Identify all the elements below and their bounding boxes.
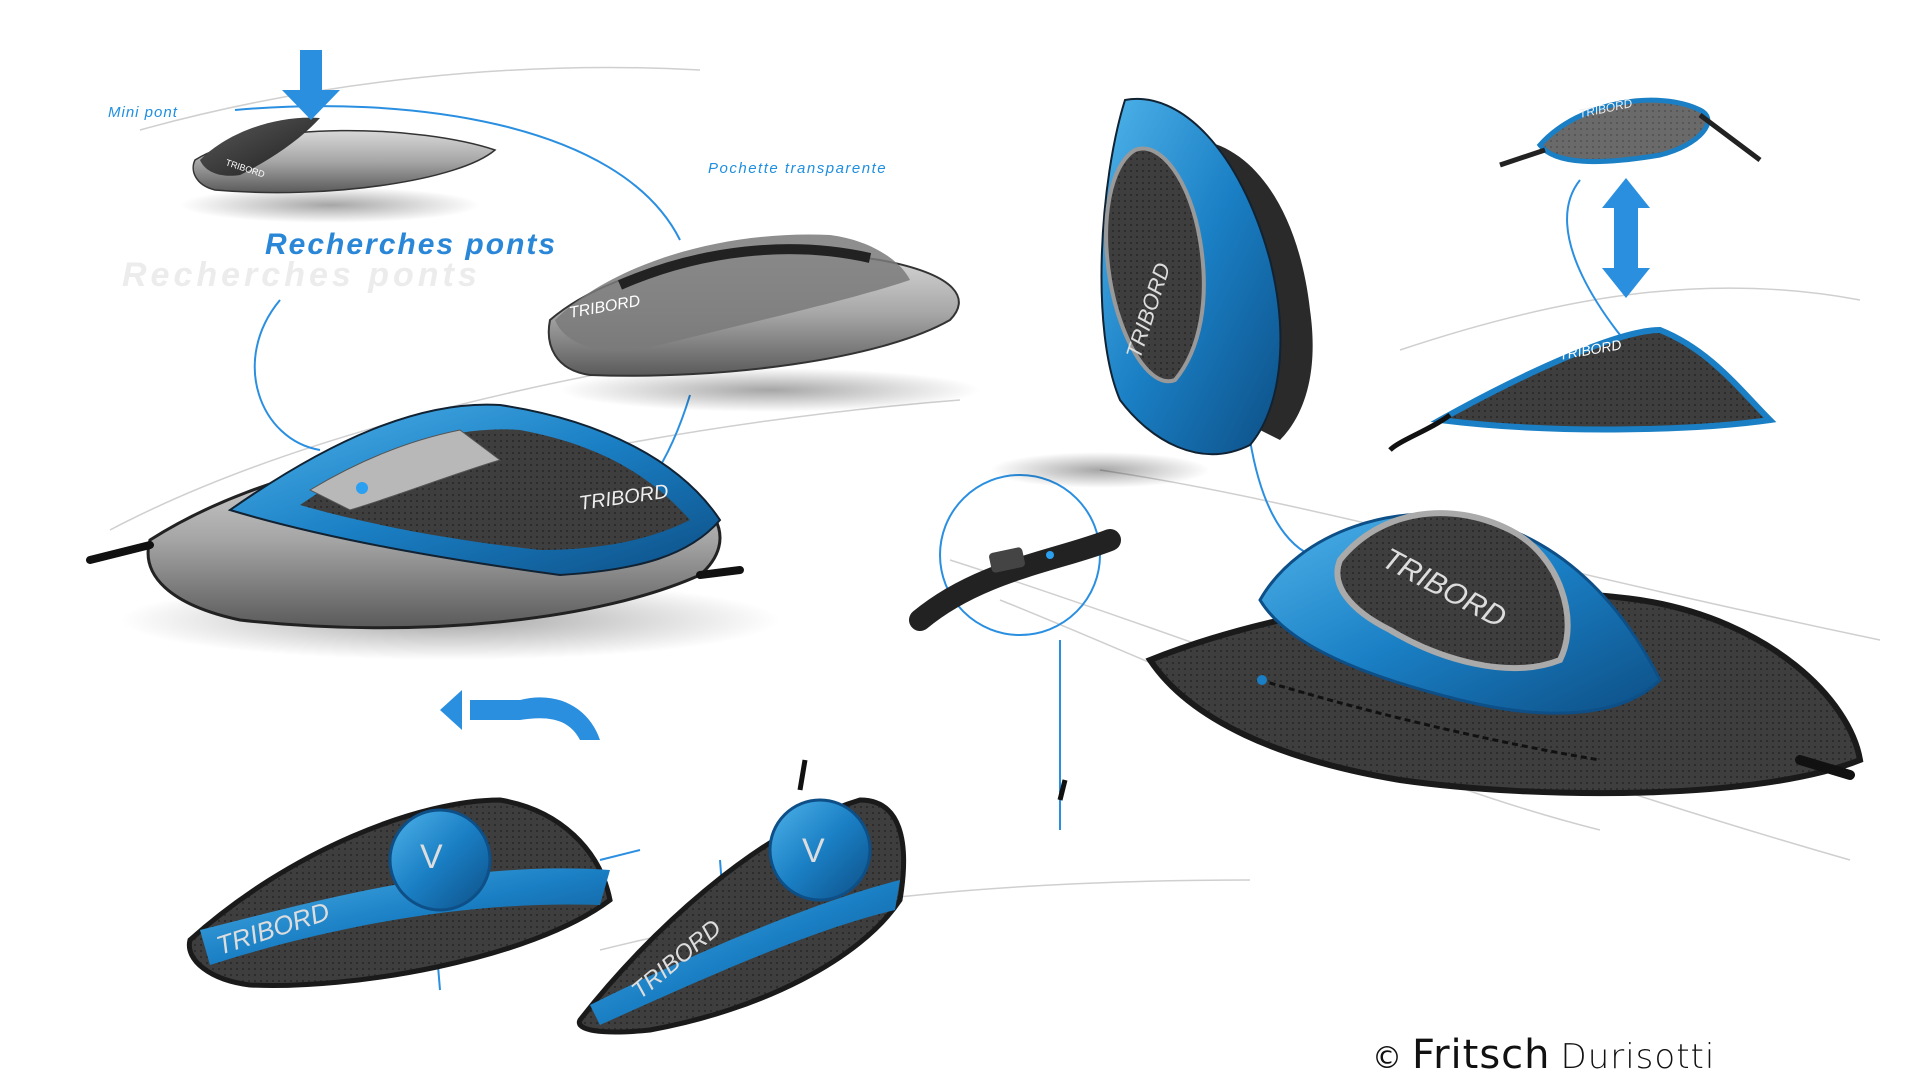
pochette-boat: TRIBORD [547,234,980,412]
designer-credit: © Fritsch Durisotti [1372,1032,1715,1078]
mini-pont-boat: TRIBORD [180,117,497,223]
brand-name-fritsch: Fritsch [1412,1032,1551,1078]
deck-large-boat: TRIBORD [86,403,780,660]
deck-bottom-left: V TRIBORD [186,797,613,988]
strap-detail [909,529,1121,631]
small-deck-right: TRIBORD [1388,326,1777,452]
mini-bag: TRIBORD [1499,96,1762,168]
connector-arcs [234,105,1661,991]
deck-bag-boat: TRIBORD [1145,510,1864,797]
deck-bottom-center: V TRIBORD [576,759,1068,1035]
down-arrow-icon [282,50,340,120]
v-system-logo-center: V [802,832,825,870]
backpack: TRIBORD [990,97,1313,488]
copyright-icon: © [1372,1041,1402,1076]
recherches-ponts-shadow-label: Recherches ponts [122,256,481,294]
pochette-transparente-label: Pochette transparente [708,160,888,177]
curved-arrow-icon [440,690,600,740]
recherches-ponts-label: Recherches ponts [265,228,558,261]
up-down-arrow-icon [1602,178,1650,298]
brand-name-durisotti: Durisotti [1560,1037,1716,1077]
v-system-logo-left: V [420,838,443,876]
mini-pont-label: Mini pont [108,104,178,121]
